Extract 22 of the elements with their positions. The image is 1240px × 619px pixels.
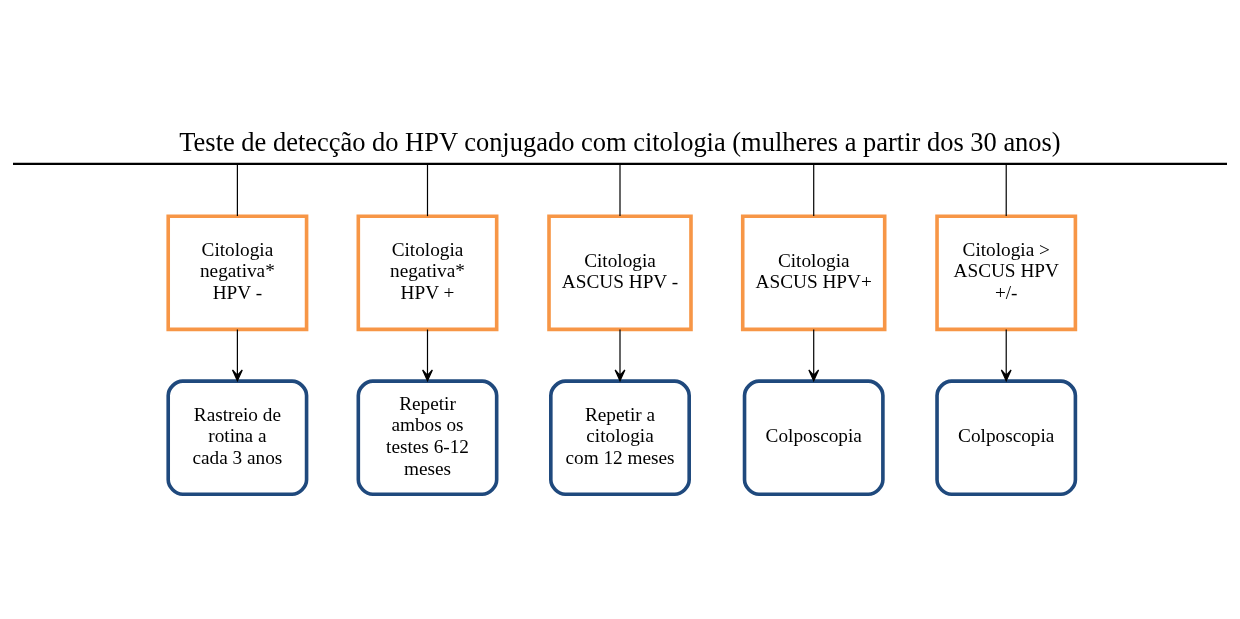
node-box: Colposcopia [742, 379, 885, 496]
node-box: Citologia negativa* HPV + [356, 214, 499, 332]
arrow [422, 328, 433, 382]
node-box: Citologia ASCUS HPV - [547, 214, 693, 332]
node-box: Colposcopia [935, 379, 1078, 496]
connector [619, 164, 621, 217]
connector [813, 164, 815, 217]
node-box: Citologia ASCUS HPV+ [740, 214, 887, 332]
node-box: Citologia > ASCUS HPV +/- [935, 214, 1078, 332]
node-box: Repetir a citologia com 12 meses [549, 379, 691, 496]
arrow [614, 328, 626, 382]
arrow [1000, 328, 1012, 382]
node-bar [13, 162, 1227, 166]
node-box: Citologia negativa* HPV - [166, 214, 309, 332]
connector [426, 164, 429, 217]
arrow [808, 328, 820, 382]
diagram-title: Teste de detecção do HPV conjugado com citologia (mulheres a partir dos 30 anos) [179, 126, 1061, 157]
connector [1005, 164, 1007, 217]
node-box: Rastreio de rotina a cada 3 anos [166, 379, 309, 496]
connector [236, 164, 238, 217]
arrow [231, 328, 243, 382]
node-box: Repetir ambos os testes 6-12 meses [356, 379, 499, 496]
